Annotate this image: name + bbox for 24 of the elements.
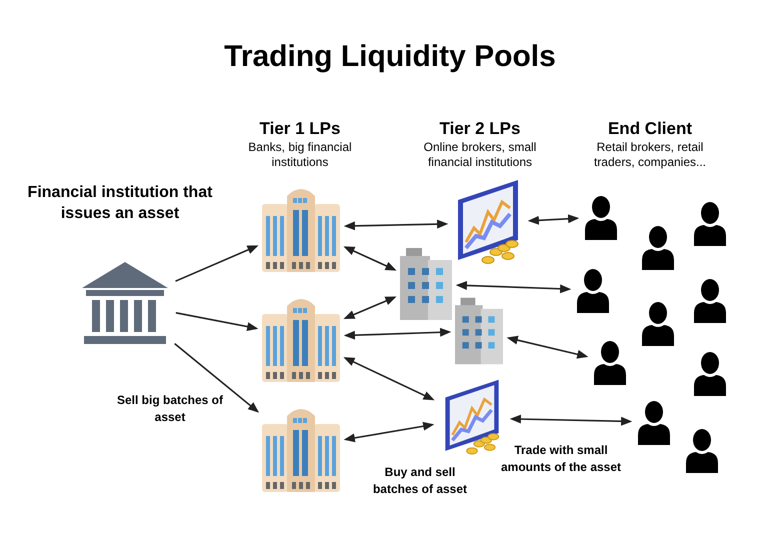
- text-label: End Client: [606, 118, 694, 140]
- text-label: Tier 1 LPs: [258, 118, 342, 140]
- arrow: [343, 357, 435, 400]
- arrow: [510, 414, 632, 426]
- text-label: Tier 2 LPs: [438, 118, 522, 140]
- arrow: [456, 281, 572, 294]
- node-heading: Financial institution that issues an asset: [26, 183, 214, 224]
- arrow: [343, 246, 397, 271]
- arrow: [175, 245, 259, 282]
- arrow: [344, 220, 448, 230]
- arrow: [176, 312, 258, 332]
- title: Trading Liquidity Pools: [223, 39, 557, 75]
- arrow: [506, 336, 588, 359]
- arrow: [344, 422, 434, 442]
- text-label: Retail brokers, retail traders, companies...: [592, 140, 708, 170]
- text-label: Buy and sell batches of asset: [372, 464, 468, 498]
- text-label: Online brokers, small financial institutions: [422, 140, 538, 170]
- arrow: [174, 343, 260, 413]
- arrow: [528, 214, 580, 225]
- arrow: [344, 328, 452, 340]
- text-label: Trade with small amounts of the asset: [500, 442, 622, 476]
- text-label: Banks, big financial institutions: [247, 140, 353, 170]
- text-label: Sell big batches of asset: [116, 392, 224, 426]
- arrow: [343, 296, 397, 319]
